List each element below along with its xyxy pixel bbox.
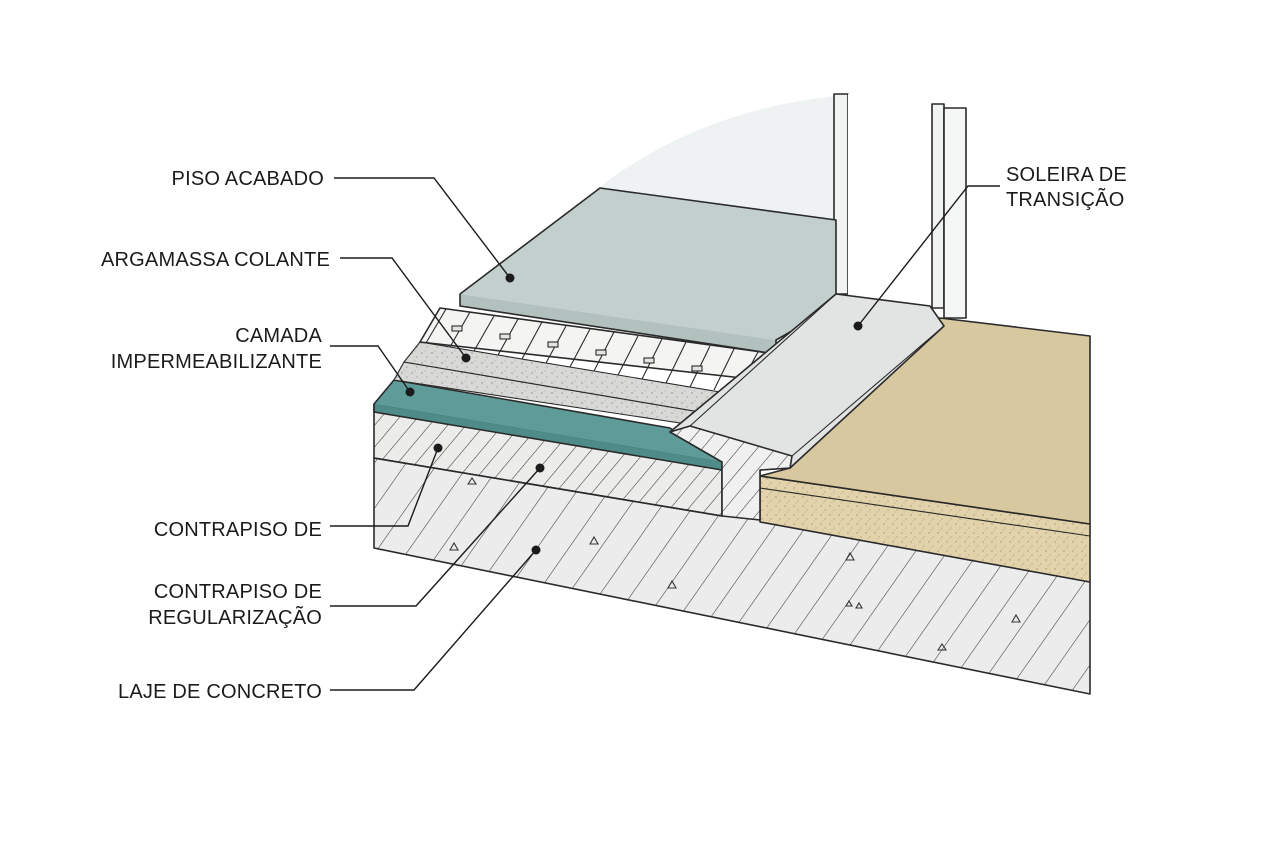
door-frame	[833, 93, 967, 319]
label-soleira-line1: SOLEIRA DE	[1006, 164, 1127, 186]
label-camada-line1: CAMADA	[235, 325, 322, 347]
wall-background	[598, 96, 836, 220]
laje-de-concreto-layer	[373, 457, 1091, 695]
leader-soleira-de-transicao	[853, 185, 1000, 331]
leader-laje-de-concreto	[330, 545, 541, 691]
leader-camada-impermeabilizante	[330, 345, 415, 397]
leader-contrapiso-regularizacao	[330, 463, 545, 607]
adjacent-floor	[759, 317, 1091, 583]
label-camada-line2: IMPERMEABILIZANTE	[111, 351, 322, 373]
label-contrapiso-reg-line2: REGULARIZAÇÃO	[148, 605, 322, 629]
label-contrapiso-de: CONTRAPISO DE	[154, 519, 322, 541]
label-laje-de-concreto: LAJE DE CONCRETO	[118, 681, 322, 703]
leader-contrapiso-de	[330, 443, 443, 527]
label-piso-acabado: PISO ACABADO	[172, 168, 324, 190]
label-argamassa-colante: ARGAMASSA COLANTE	[101, 249, 330, 271]
argamassa-bed-layer	[393, 341, 722, 427]
leader-argamassa-colante	[340, 257, 471, 363]
piso-acabado-layer	[459, 187, 837, 355]
label-contrapiso-reg-line1: CONTRAPISO DE	[154, 581, 322, 603]
soleira-de-transicao	[669, 293, 945, 521]
label-soleira-line2: TRANSIÇÃO	[1006, 187, 1124, 211]
leader-piso-acabado	[334, 177, 515, 283]
argamassa-colante-ridges	[419, 307, 777, 391]
